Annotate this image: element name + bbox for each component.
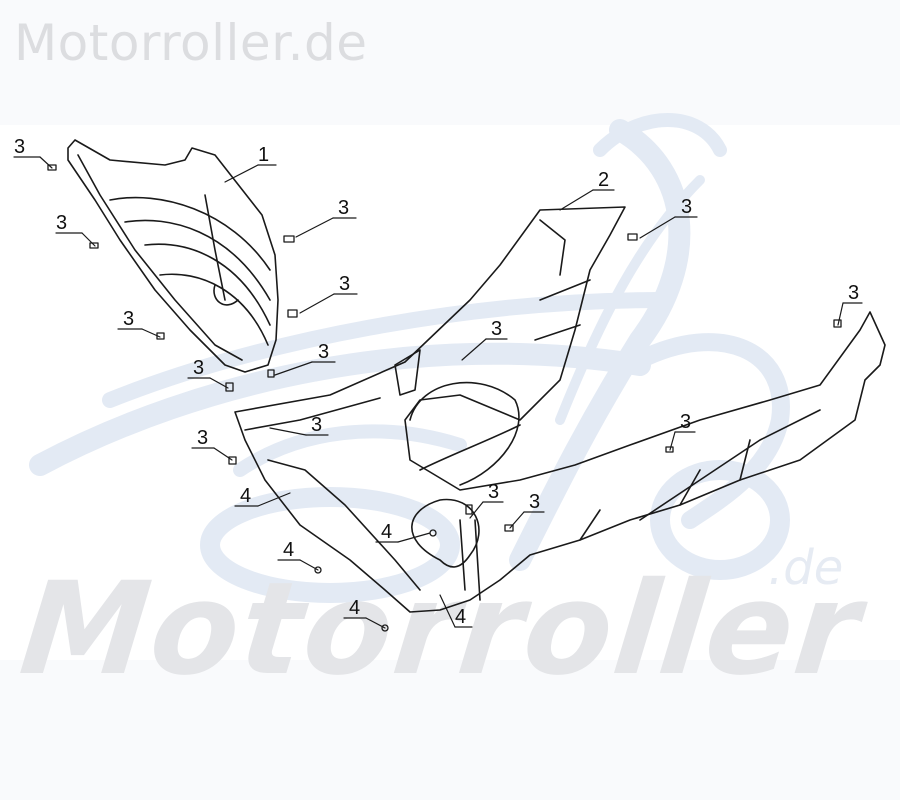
footer-band bbox=[0, 660, 900, 800]
callout-part-3: 3 bbox=[14, 136, 26, 158]
watermark-domain-text: .de bbox=[768, 540, 844, 596]
callout-part-3: 3 bbox=[56, 212, 68, 234]
part-2-floor-panel bbox=[234, 206, 886, 613]
callout-part-2: 2 bbox=[598, 169, 610, 191]
callout-part-3: 3 bbox=[488, 481, 500, 503]
fastener-icons bbox=[47, 164, 842, 632]
callout-part-3: 3 bbox=[491, 318, 503, 340]
callout-part-3: 3 bbox=[681, 196, 693, 218]
callout-part-4: 4 bbox=[283, 539, 295, 561]
callout-part-4: 4 bbox=[381, 521, 393, 543]
part-1-shield bbox=[67, 139, 279, 373]
callout-part-3: 3 bbox=[193, 357, 205, 379]
callout-part-4: 4 bbox=[240, 485, 252, 507]
callout-part-4: 4 bbox=[349, 597, 361, 619]
site-title: Motorroller.de bbox=[14, 14, 368, 72]
header-band: Motorroller.de bbox=[0, 0, 900, 125]
callout-part-3: 3 bbox=[311, 414, 323, 436]
callout-part-3: 3 bbox=[197, 427, 209, 449]
callout-part-3: 3 bbox=[848, 282, 860, 304]
callout-part-3: 3 bbox=[338, 197, 350, 219]
callout-part-3: 3 bbox=[318, 341, 330, 363]
callout-part-3: 3 bbox=[123, 308, 135, 330]
leader-lines bbox=[13, 156, 863, 629]
callout-part-3: 3 bbox=[680, 411, 692, 433]
callout-part-1: 1 bbox=[258, 144, 270, 166]
callout-part-3: 3 bbox=[529, 491, 541, 513]
callout-part-3: 3 bbox=[339, 273, 351, 295]
callout-part-4: 4 bbox=[455, 606, 467, 628]
